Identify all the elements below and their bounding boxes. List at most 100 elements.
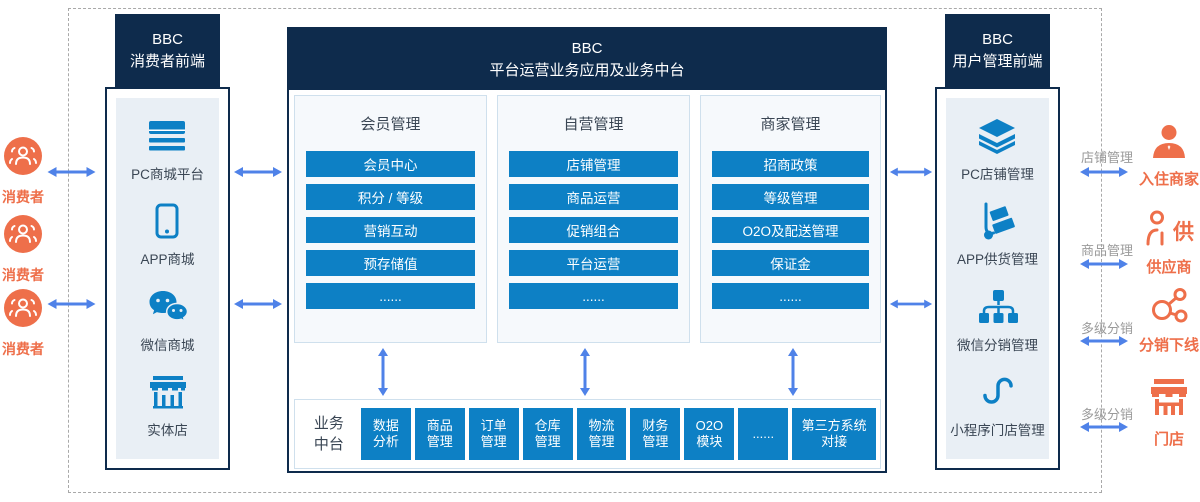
middle-office-module: 第三方系统对接 xyxy=(792,408,877,460)
consumers-icon xyxy=(4,215,42,258)
physical-store-icon xyxy=(149,374,187,410)
app-mall-icon xyxy=(155,203,179,239)
middle-office-module: 订单管理 xyxy=(468,408,519,460)
relation-label: 多级分销 xyxy=(1080,321,1133,336)
channel-item: APP商城 xyxy=(140,203,195,268)
channel-item: 实体店 xyxy=(147,374,188,439)
platform-header: BBC 平台运营业务应用及业务中台 xyxy=(289,29,885,90)
entity-distributor: 分销下线 xyxy=(1138,286,1200,355)
module-box: 招商政策 xyxy=(712,151,869,177)
relation-label: 店铺管理 xyxy=(1080,150,1133,165)
module-box: 会员中心 xyxy=(306,151,475,177)
channel-label: PC店铺管理 xyxy=(961,167,1034,183)
middle-office-module: 物流管理 xyxy=(576,408,627,460)
bidirectional-arrow xyxy=(377,347,389,397)
channel-label: 小程序门店管理 xyxy=(950,422,1045,438)
supplier-icon xyxy=(1144,210,1170,251)
module-box: 营销互动 xyxy=(306,217,475,243)
mini-program-icon xyxy=(978,374,1018,410)
bidirectional-arrow xyxy=(579,347,591,397)
consumer-group: 消费者 xyxy=(0,289,46,359)
bidirectional-arrow xyxy=(1078,335,1130,347)
module-box: 商品运营 xyxy=(509,184,678,210)
module-box: ...... xyxy=(509,283,678,309)
bidirectional-arrow xyxy=(787,347,799,397)
channel-label: PC商城平台 xyxy=(131,167,204,183)
module-box: 店铺管理 xyxy=(509,151,678,177)
header-line: 用户管理前端 xyxy=(952,52,1043,70)
middle-office-module: 财务管理 xyxy=(630,408,681,460)
middle-office-module: 商品管理 xyxy=(414,408,465,460)
middle-office-strip: 业务 中台 数据分析 商品管理 订单管理 仓库管理 物流管理 财务管理 O2O模… xyxy=(294,399,881,469)
middle-office-module: O2O模块 xyxy=(684,408,735,460)
supplier-icon-char: 供 xyxy=(1173,220,1194,244)
entity-label: 门店 xyxy=(1153,431,1184,448)
entity-supplier: 供 供应商 xyxy=(1140,210,1198,277)
supply-cart-icon xyxy=(978,202,1016,240)
header-line: BBC xyxy=(152,30,183,48)
consumer-label: 消费者 xyxy=(2,189,44,205)
channel-label: 微信分销管理 xyxy=(957,337,1038,353)
header-line: 消费者前端 xyxy=(129,52,205,70)
module-box: 预存储值 xyxy=(306,250,475,276)
module-box: ...... xyxy=(306,283,475,309)
module-box: ...... xyxy=(712,283,869,309)
module-box: 促销组合 xyxy=(509,217,678,243)
right-frontend-header: BBC 用户管理前端 xyxy=(945,14,1050,87)
pc-mall-icon xyxy=(148,118,186,154)
entity-label: 入住商家 xyxy=(1138,171,1199,188)
module-box: 等级管理 xyxy=(712,184,869,210)
consumer-group: 消费者 xyxy=(0,137,46,207)
pc-store-icon xyxy=(977,118,1017,155)
column-title: 自营管理 xyxy=(563,116,624,133)
merchant-icon xyxy=(1151,124,1187,163)
middle-office-module: 数据分析 xyxy=(360,408,411,460)
left-frontend-panel: PC商城平台 APP商城 微信商城 实体店 xyxy=(105,87,230,470)
distribution-tree-icon xyxy=(978,289,1018,325)
middle-office-label: 业务 中台 xyxy=(313,415,344,453)
channel-item: PC店铺管理 xyxy=(961,118,1034,183)
consumer-group: 消费者 xyxy=(0,215,46,285)
module-box: O2O及配送管理 xyxy=(712,217,869,243)
consumers-icon xyxy=(4,289,42,332)
bidirectional-arrow xyxy=(46,298,97,310)
channel-item: 微信商城 xyxy=(141,289,195,354)
bidirectional-arrow xyxy=(1078,421,1130,433)
middle-office-module: 仓库管理 xyxy=(522,408,573,460)
entity-merchant: 入住商家 xyxy=(1138,124,1200,189)
column-title: 商家管理 xyxy=(760,116,821,133)
bidirectional-arrow xyxy=(1078,166,1130,178)
relation-label: 多级分销 xyxy=(1080,407,1133,422)
bidirectional-arrow xyxy=(1078,258,1130,270)
channel-item: PC商城平台 xyxy=(131,118,204,183)
module-box: 积分 / 等级 xyxy=(306,184,475,210)
channel-label: APP商城 xyxy=(140,252,195,268)
channel-item: APP供货管理 xyxy=(956,202,1038,268)
relation-label: 商品管理 xyxy=(1080,243,1133,258)
share-network-icon xyxy=(1150,286,1188,329)
header-line: 平台运营业务应用及业务中台 xyxy=(489,61,685,79)
bidirectional-arrow xyxy=(46,166,97,178)
member-management-column: 会员管理 会员中心 积分 / 等级 营销互动 预存储值 ...... xyxy=(294,95,487,343)
consumer-label: 消费者 xyxy=(2,267,44,283)
bidirectional-arrow xyxy=(232,298,284,310)
channel-label: 微信商城 xyxy=(140,337,195,353)
column-title: 会员管理 xyxy=(360,116,421,133)
channel-item: 微信分销管理 xyxy=(957,289,1038,354)
module-box: 平台运营 xyxy=(509,250,678,276)
wechat-mall-icon xyxy=(148,289,188,325)
consumers-icon xyxy=(4,137,42,180)
bidirectional-arrow xyxy=(232,166,284,178)
self-operation-column: 自营管理 店铺管理 商品运营 促销组合 平台运营 ...... xyxy=(497,95,690,343)
left-frontend-header: BBC 消费者前端 xyxy=(115,14,220,87)
channel-label: 实体店 xyxy=(147,422,188,438)
bidirectional-arrow xyxy=(889,298,933,310)
module-box: 保证金 xyxy=(712,250,869,276)
merchant-management-column: 商家管理 招商政策 等级管理 O2O及配送管理 保证金 ...... xyxy=(700,95,881,343)
entity-store: 门店 xyxy=(1138,378,1200,449)
channel-label: APP供货管理 xyxy=(956,252,1038,268)
channel-item: 小程序门店管理 xyxy=(950,374,1045,439)
header-line: BBC xyxy=(571,39,603,57)
right-frontend-panel: PC店铺管理 APP供货管理 微信分销管理 小程序门店管理 xyxy=(935,87,1060,470)
